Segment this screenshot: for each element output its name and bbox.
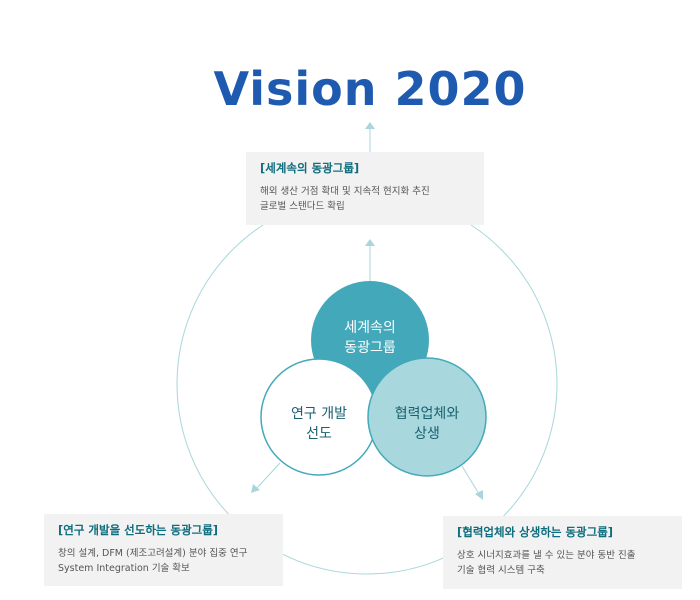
arrow-to-left-box — [255, 462, 281, 490]
box-partner-coexist-line-2: 기술 협력 시스템 구축 — [457, 565, 545, 576]
box-global-group-line-2: 글로벌 스탠다드 확립 — [260, 201, 345, 212]
box-research-lead-line-2: System Integration 기술 확보 — [58, 563, 190, 574]
circle-partner-coexist-label: 협력업체와 상생 — [394, 406, 460, 442]
arrow-to-right-box — [461, 465, 480, 495]
arrow-to-title-head — [365, 122, 375, 129]
circle-partner-coexist — [367, 357, 487, 477]
arrow-to-right-box-head — [475, 490, 483, 500]
arrow-to-left-box-head — [251, 484, 260, 493]
box-global-group: [세계속의 동광그룹] 해외 생산 거점 확대 및 지속적 현지화 추진 글로벌… — [246, 152, 484, 225]
vision-title: Vision 2020 — [213, 62, 527, 116]
box-partner-coexist-line-1: 상호 시너지효과를 낼 수 있는 분야 동반 진출 — [457, 550, 636, 561]
box-research-lead: [연구 개발을 선도하는 동광그룹] 창의 설계, DFM (제조고려설계) 분… — [44, 514, 283, 586]
box-global-group-line-1: 해외 생산 거점 확대 및 지속적 현지화 추진 — [260, 186, 430, 197]
box-partner-coexist-title: [협력업체와 상생하는 동광그룹] — [457, 525, 614, 539]
box-research-lead-line-1: 창의 설계, DFM (제조고려설계) 분야 집중 연구 — [58, 548, 248, 559]
circle-research-lead-label: 연구 개발 선도 — [291, 406, 347, 442]
box-research-lead-title: [연구 개발을 선도하는 동광그룹] — [58, 523, 219, 537]
circle-global-group-label: 세계속의 동광그룹 — [344, 320, 396, 356]
box-global-group-title: [세계속의 동광그룹] — [260, 161, 360, 175]
box-partner-coexist: [협력업체와 상생하는 동광그룹] 상호 시너지효과를 낼 수 있는 분야 동반… — [443, 516, 682, 589]
arrow-to-top-box-head — [365, 239, 375, 246]
